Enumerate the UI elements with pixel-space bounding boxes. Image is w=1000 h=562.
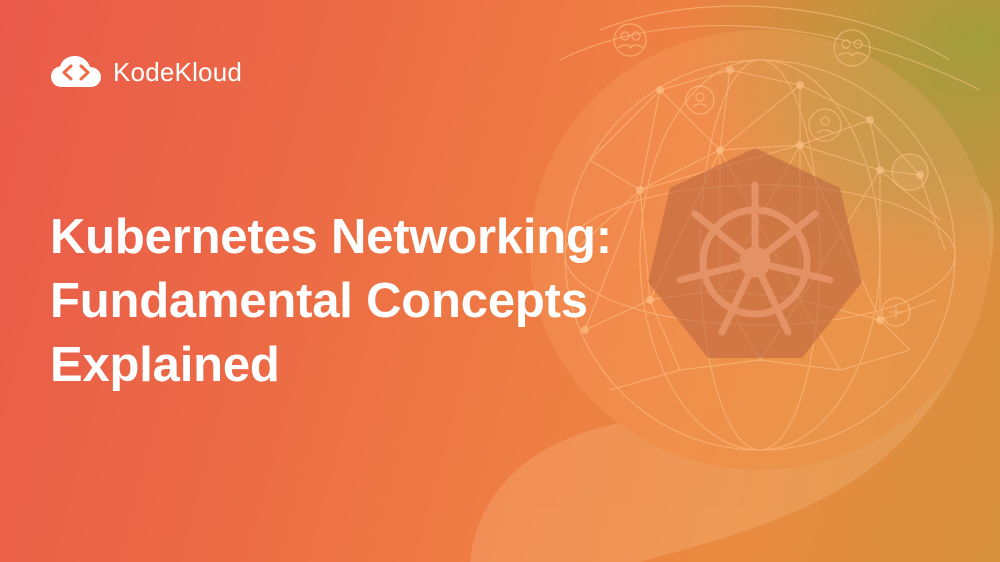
cloud-code-icon (51, 56, 101, 87)
brand-name: KodeKloud (113, 57, 243, 87)
brand-logo[interactable]: KodeKloud (49, 54, 242, 90)
kubernetes-helm-wheel-icon (676, 181, 834, 336)
title-line: Explained (50, 338, 280, 392)
title-line: Fundamental Concepts (50, 274, 588, 328)
title-line: Kubernetes Networking: (50, 210, 612, 264)
people-network-icon (613, 23, 929, 327)
article-title: Kubernetes Networking: Fundamental Conce… (50, 205, 750, 397)
hand-illustration (470, 177, 994, 562)
network-nodes (581, 66, 924, 334)
